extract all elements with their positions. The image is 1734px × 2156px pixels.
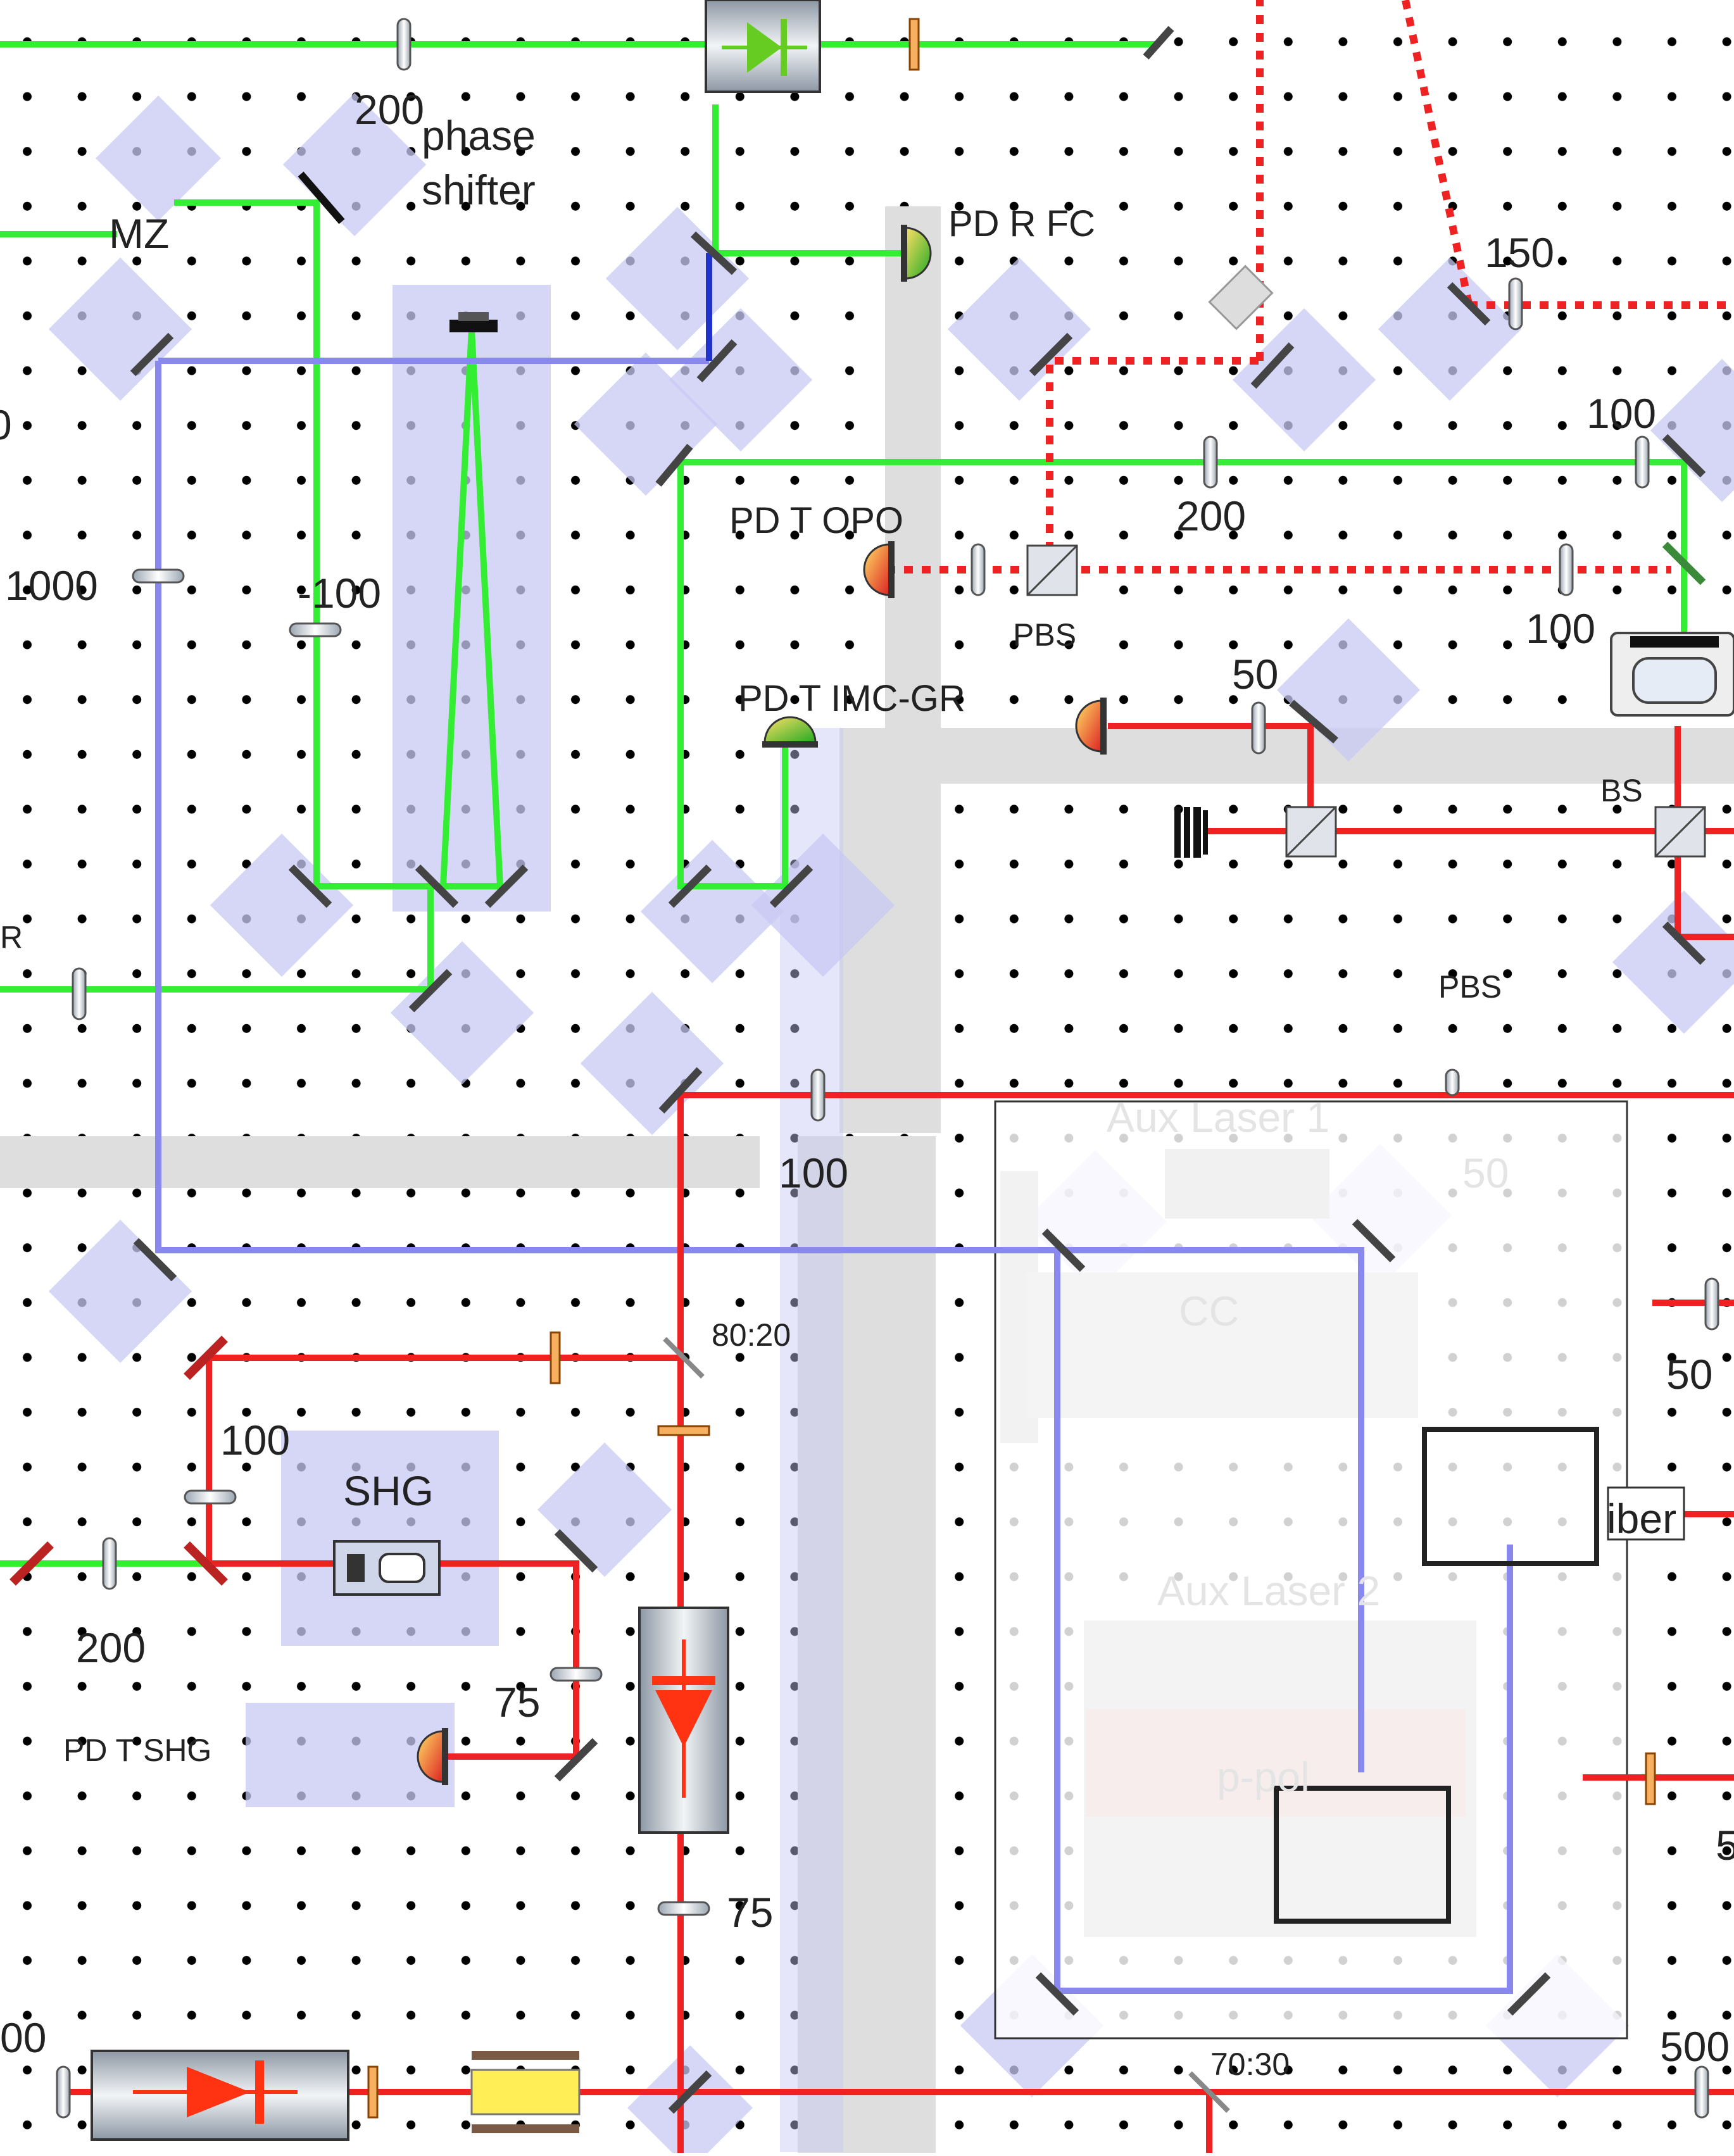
lens-label-75-shg: 75 <box>494 1679 540 1726</box>
lens-label-75-eom: 75 <box>727 1889 773 1936</box>
lens-label-1000: 1000 <box>5 562 98 609</box>
label-shifter: shifter <box>422 166 536 213</box>
lens-label-100-center: 100 <box>779 1150 848 1196</box>
crystal-yellow <box>470 2051 581 2133</box>
label-phase: phase <box>422 112 536 159</box>
lens-label-neg100: -100 <box>298 570 381 617</box>
beamsplitter-cubes <box>1026 544 1706 858</box>
label-pd-t-imc-gr: PD T IMC-GR <box>738 678 965 719</box>
label-r: R <box>0 920 23 955</box>
label-shg: SHG <box>343 1467 434 1514</box>
isolator-bottom <box>91 2050 349 2141</box>
lens-label-100-topright: 100 <box>1586 390 1656 437</box>
label-aux-laser-2: Aux Laser 2 <box>1157 1567 1380 1614</box>
mirrors <box>130 26 1706 2114</box>
label-faint-50: 50 <box>1462 1150 1509 1196</box>
blue-beams <box>155 253 1513 1994</box>
lens-label-5: 5 <box>1716 1822 1734 1869</box>
green-beams <box>0 41 1687 1567</box>
label-70-30: 70:30 <box>1210 2046 1290 2082</box>
isolator-vertical <box>638 1607 729 1834</box>
lens-label-50-mid: 50 <box>1232 651 1278 698</box>
opo-cavity <box>1610 632 1734 717</box>
label-pbs-right: PBS <box>1438 969 1502 1005</box>
shg-crystal <box>333 1540 441 1596</box>
lens-label-500: 500 <box>1660 2023 1730 2070</box>
label-mz: MZ <box>109 210 169 257</box>
text-labels: MZ phase shifter PD R FC PD T OPO PD T I… <box>0 86 1734 2082</box>
aux-box-1 <box>1422 1427 1599 1566</box>
lens-label-150: 150 <box>1485 229 1554 276</box>
isolator-top <box>705 0 821 93</box>
aux-laser-enclosure <box>994 1100 1628 2040</box>
photodetectors <box>417 225 1107 1785</box>
label-pd-r-fc: PD R FC <box>948 203 1095 244</box>
label-fiber: iber <box>1607 1495 1676 1542</box>
mounts <box>246 285 843 2152</box>
lens-label-200-shg: 200 <box>76 1624 146 1671</box>
aux-box-2 <box>1274 1786 1451 1924</box>
label-aux-laser-1: Aux Laser 1 <box>1107 1094 1329 1141</box>
label-pd-t-shg: PD T SHG <box>63 1733 211 1768</box>
lens-label-00: 00 <box>0 2014 46 2061</box>
lens-label-0: 0 <box>0 401 12 448</box>
lens-label-200-top: 200 <box>355 86 424 133</box>
waveplates <box>367 18 1656 2119</box>
label-p-pol: p-pol <box>1217 1753 1310 1800</box>
periscope-icon <box>1208 265 1274 330</box>
lens-label-200-mid: 200 <box>1176 492 1246 539</box>
label-cc: CC <box>1179 1288 1239 1334</box>
beam-dump <box>1174 807 1208 858</box>
label-pd-t-opo: PD T OPO <box>729 500 903 541</box>
label-bs: BS <box>1600 773 1643 808</box>
label-80-20: 80:20 <box>712 1317 791 1353</box>
phase-shifter-mount <box>449 312 498 332</box>
dichroic-mirrors <box>9 1336 228 1586</box>
lens-label-50-right: 50 <box>1666 1351 1712 1398</box>
lens-label-100-shg: 100 <box>220 1417 290 1463</box>
label-pbs-top: PBS <box>1013 617 1076 653</box>
lens-label-100-pbs: 100 <box>1526 605 1595 652</box>
lenses <box>56 18 1719 2119</box>
fiber-box <box>1607 1486 1685 1541</box>
